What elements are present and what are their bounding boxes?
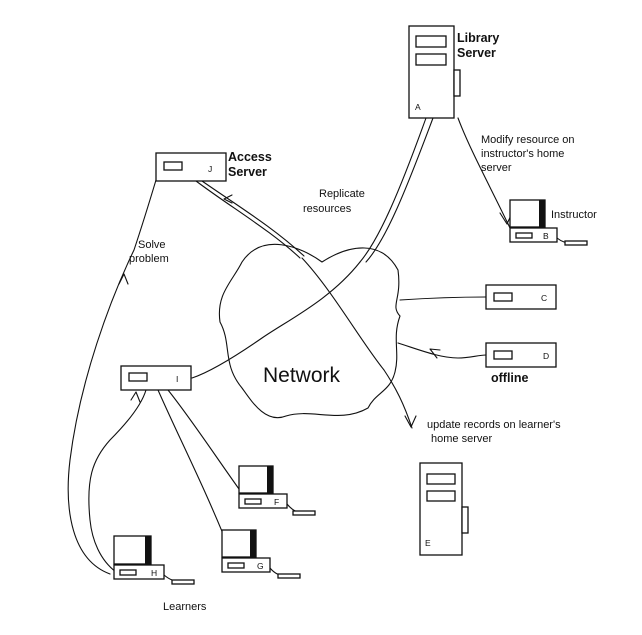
node-i[interactable]: I: [120, 365, 192, 391]
link-network-c: [399, 296, 487, 301]
link-a-network-2: [365, 117, 434, 263]
link-j-network-2: [201, 180, 305, 257]
link-network-i: [191, 261, 361, 379]
link-network-e: [301, 257, 413, 429]
learner-workstation-g[interactable]: G: [221, 529, 301, 579]
tag-f: F: [274, 497, 279, 507]
link-i-g: [157, 389, 233, 557]
learner-workstation-h[interactable]: H: [113, 535, 195, 585]
node-d[interactable]: D: [485, 342, 557, 368]
tag-d: D: [543, 351, 549, 361]
link-j-network-1: [195, 180, 301, 259]
arrow-to-j: [223, 194, 233, 204]
arrow-to-network-d: [429, 348, 441, 359]
link-i-h: [88, 389, 147, 573]
network-cloud: [218, 243, 401, 419]
offline-label: offline: [491, 371, 529, 385]
link-a-network-1: [359, 117, 427, 263]
node-c[interactable]: C: [485, 284, 557, 310]
learner-workstation-f[interactable]: F: [238, 465, 316, 516]
arrow-to-j-solve: [118, 273, 129, 285]
tag-h: H: [151, 568, 157, 578]
annotation-update: update records on learner's home server: [427, 419, 564, 445]
tag-e: E: [425, 538, 431, 548]
access-server-j[interactable]: J: [155, 152, 227, 182]
annotation-solve: Solve problem: [129, 239, 169, 265]
tag-b: B: [543, 231, 549, 241]
arrow-to-i: [130, 391, 141, 403]
tag-i: I: [176, 374, 178, 384]
link-a-b: [457, 117, 511, 229]
tag-j: J: [208, 164, 212, 174]
tag-c: C: [541, 293, 547, 303]
annotation-replicate: Replicate resources: [303, 188, 368, 215]
link-network-d: [397, 342, 487, 359]
tag-g: G: [257, 561, 264, 571]
learners-label: Learners: [163, 601, 207, 613]
link-i-f: [167, 389, 245, 497]
arrow-to-e: [404, 415, 417, 428]
instructor-label: Instructor: [551, 209, 597, 221]
instructor-workstation-b[interactable]: B: [509, 199, 588, 246]
tag-a: A: [415, 102, 421, 112]
library-server-a[interactable]: A: [408, 25, 461, 119]
annotation-modify: Modify resource on instructor's home ser…: [481, 134, 578, 174]
link-h-j: [67, 179, 157, 575]
network-title: Network: [263, 364, 341, 387]
node-e[interactable]: E: [419, 462, 469, 556]
